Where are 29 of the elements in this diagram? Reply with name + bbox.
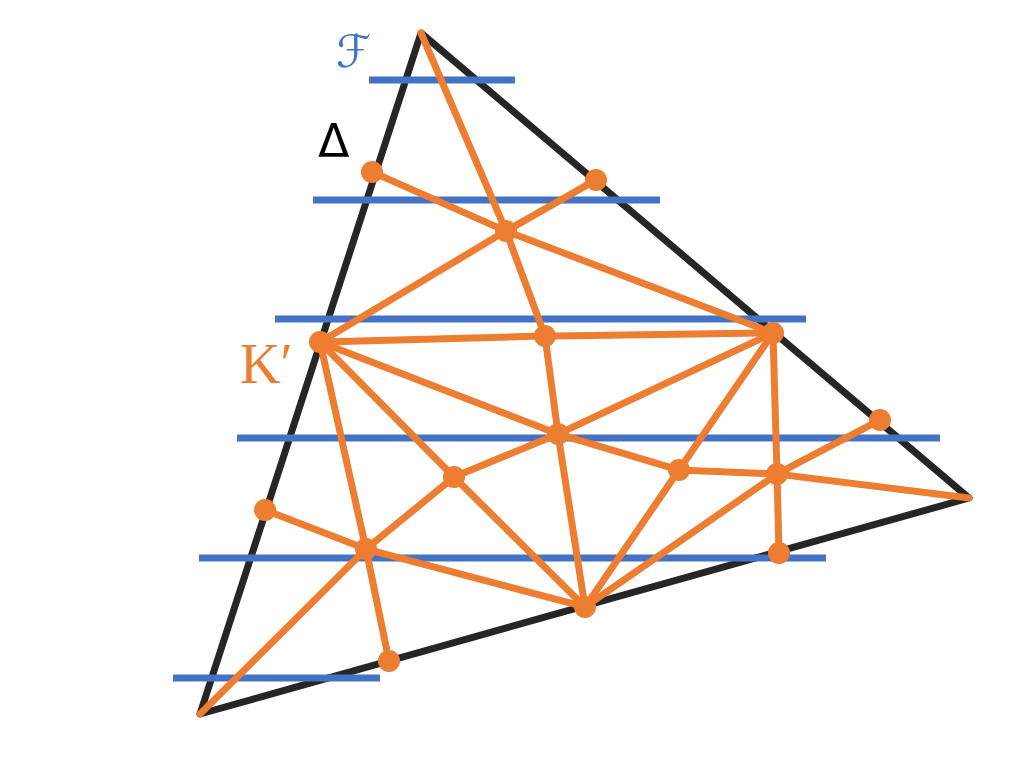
vertex-dot bbox=[378, 650, 400, 672]
edge-line bbox=[417, 29, 506, 225]
vertex-dot bbox=[534, 325, 556, 347]
foliation-symbol: ℱ bbox=[336, 29, 372, 74]
vertex-dot bbox=[254, 499, 276, 521]
edge-line bbox=[565, 433, 672, 471]
vertex-dot bbox=[495, 220, 517, 242]
vertex-dot bbox=[547, 423, 569, 445]
edge-line bbox=[325, 233, 501, 340]
vertex-dot bbox=[585, 169, 607, 191]
vertex-dot bbox=[668, 459, 690, 481]
vertex-dot bbox=[361, 161, 383, 183]
vertex-dot bbox=[309, 331, 331, 353]
vertex-dot bbox=[768, 542, 790, 564]
edge-line bbox=[324, 346, 450, 473]
triangle-symbol: Δ bbox=[318, 118, 350, 164]
edge-line bbox=[458, 481, 581, 603]
vertex-dot bbox=[355, 538, 377, 560]
vertex-dot bbox=[574, 596, 596, 618]
edge-line bbox=[681, 338, 771, 465]
edge-line bbox=[512, 181, 590, 230]
edge-line bbox=[196, 553, 362, 718]
vertex-dot bbox=[766, 463, 788, 485]
edge-line bbox=[318, 349, 368, 542]
edge-line bbox=[371, 480, 449, 546]
complex-symbol: K′ bbox=[240, 336, 293, 392]
vertex-dot bbox=[869, 409, 891, 431]
edge-line bbox=[783, 421, 874, 473]
edge-line bbox=[364, 556, 391, 654]
